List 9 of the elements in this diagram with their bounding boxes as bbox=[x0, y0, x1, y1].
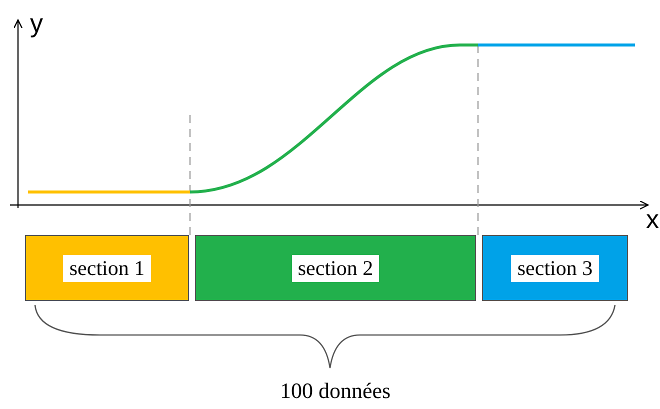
section-box bbox=[195, 235, 476, 301]
axis-label: x bbox=[646, 204, 659, 235]
axis-label: y bbox=[30, 8, 43, 39]
section-box bbox=[482, 235, 628, 301]
section-label: section 1 bbox=[63, 254, 151, 282]
section-label: section 2 bbox=[292, 254, 380, 282]
section-box bbox=[25, 235, 189, 301]
brace-label: 100 données bbox=[280, 378, 391, 404]
section-label: section 3 bbox=[511, 254, 599, 282]
